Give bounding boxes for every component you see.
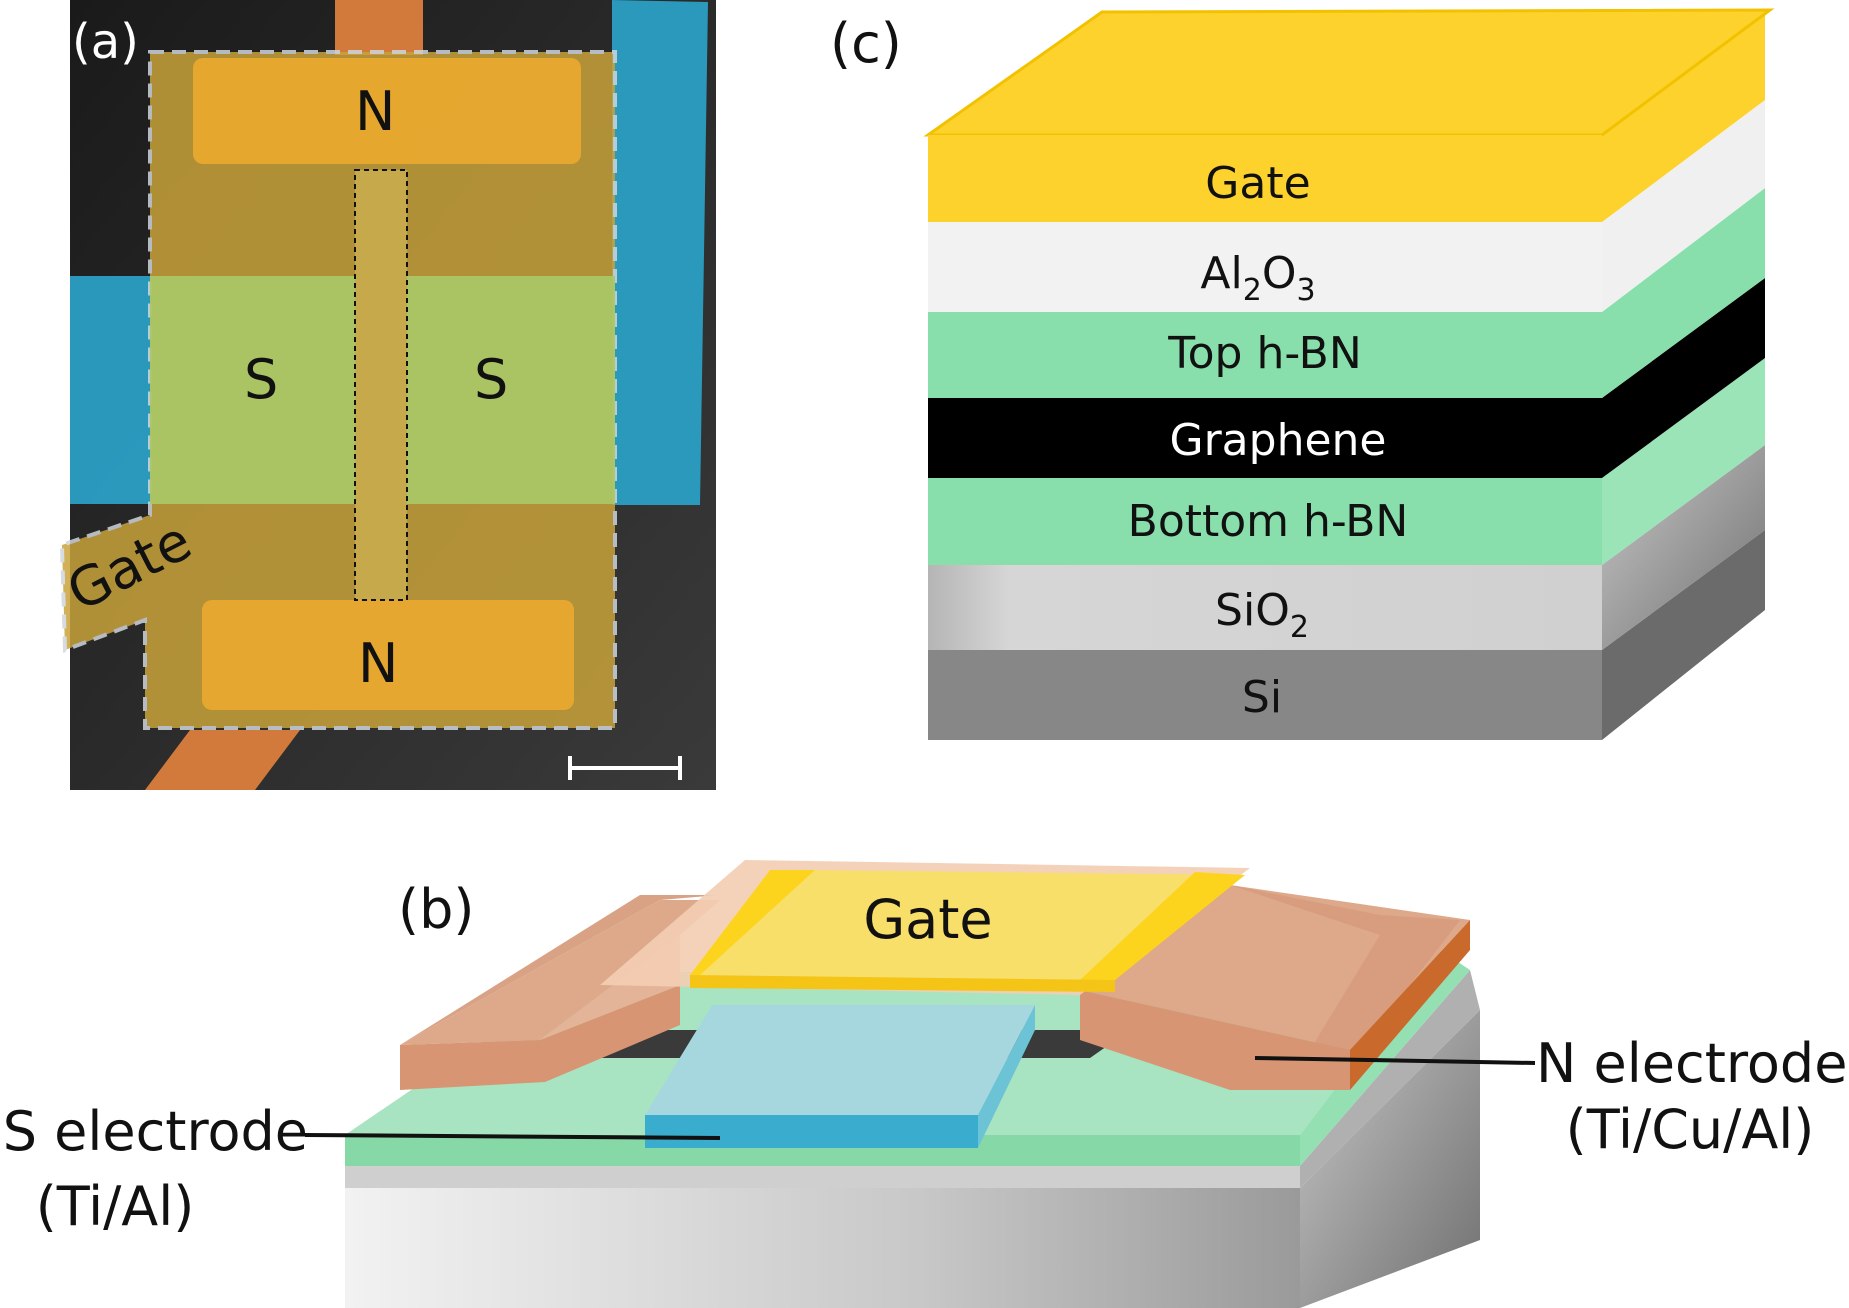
layer-label-sio2: SiO2 [1215, 585, 1309, 645]
substrate-front [345, 1188, 1300, 1308]
n-pad-right-side [1350, 920, 1470, 1090]
layer-sio2-front [928, 565, 1602, 650]
layer-sio2-side [1602, 445, 1765, 650]
layer-gate-side [1602, 12, 1765, 222]
panel-c: (c) Gate Al2O3 Top h-BN Graphene Bottom … [830, 8, 1775, 740]
panel-a: (a) N N S S Gate [57, 0, 716, 790]
panel-c-label: (c) [830, 12, 902, 75]
s-electrode-name: S electrode [3, 1100, 308, 1163]
n-label-bottom: N [358, 632, 398, 695]
layer-al2o3-front [928, 222, 1602, 312]
hbn-front-face [345, 1135, 1300, 1166]
n-pad-right-front [1080, 990, 1350, 1090]
layer-si-side [1602, 530, 1765, 740]
panel-a-label: (a) [72, 14, 139, 70]
substrate-oxide-side [1300, 970, 1480, 1188]
layer-al2o3-side [1602, 100, 1765, 312]
n-electrode-top [193, 58, 581, 164]
layer-label-graphene: Graphene [1170, 415, 1387, 466]
n-pad-left-top [400, 900, 720, 1045]
n-electrode-leader [1254, 1056, 1536, 1065]
layer-bottom-hbn-front [928, 478, 1602, 565]
s-label-left: S [244, 348, 278, 411]
layer-graphene-front [928, 398, 1602, 478]
panel-b: (b) Gate S electrode (Ti/Al) N electrode… [3, 860, 1847, 1308]
graphene-channel [354, 169, 408, 601]
layer-top-hbn-side [1602, 188, 1765, 398]
substrate-oxide-top [345, 1166, 1300, 1188]
s-electrode-top [645, 1005, 1035, 1115]
gate-right-rail [1080, 872, 1245, 980]
normal-lead-bottom [145, 730, 300, 790]
n-label-top: N [355, 80, 395, 143]
layer-si-front [928, 650, 1602, 740]
layer-graphene-side [1602, 278, 1765, 478]
panel-b-label: (b) [398, 878, 474, 941]
n-pad-right-ridge [1230, 885, 1460, 1050]
layer-gate-front [928, 135, 1602, 222]
n-pad-left-front [400, 985, 680, 1090]
s-label-right: S [474, 348, 508, 411]
n-electrode-bottom [202, 600, 574, 710]
layer-label-top-hbn: Top h-BN [1167, 328, 1362, 379]
substrate-side [1300, 1010, 1480, 1308]
gate-left-rail [690, 870, 815, 975]
s-electrode-material: (Ti/Al) [36, 1175, 195, 1238]
layer-bottom-hbn-side [1602, 358, 1765, 565]
normal-lead-top [335, 0, 423, 55]
s-electrode-front [645, 1115, 978, 1148]
scale-bar [568, 756, 682, 780]
superconductor-lead-top-right [612, 0, 708, 505]
gate-front-face [690, 975, 1115, 992]
n-electrode-name: N electrode [1536, 1032, 1847, 1095]
superconductor-lead-left [70, 276, 150, 504]
layer-label-gate: Gate [1205, 158, 1310, 209]
layer-label-bottom-hbn: Bottom h-BN [1128, 496, 1409, 547]
gate-top-face [690, 870, 1245, 980]
s-electrode-leader [304, 1133, 721, 1140]
layer-label-si: Si [1242, 672, 1282, 723]
s-electrode-side [978, 1005, 1035, 1148]
layer-top-hbn-front [928, 312, 1602, 398]
hbn-side-face [1300, 950, 1470, 1166]
gate-label-b: Gate [863, 888, 992, 951]
layer-label-al2o3: Al2O3 [1200, 248, 1315, 308]
n-electrode-material: (Ti/Cu/Al) [1566, 1098, 1815, 1161]
